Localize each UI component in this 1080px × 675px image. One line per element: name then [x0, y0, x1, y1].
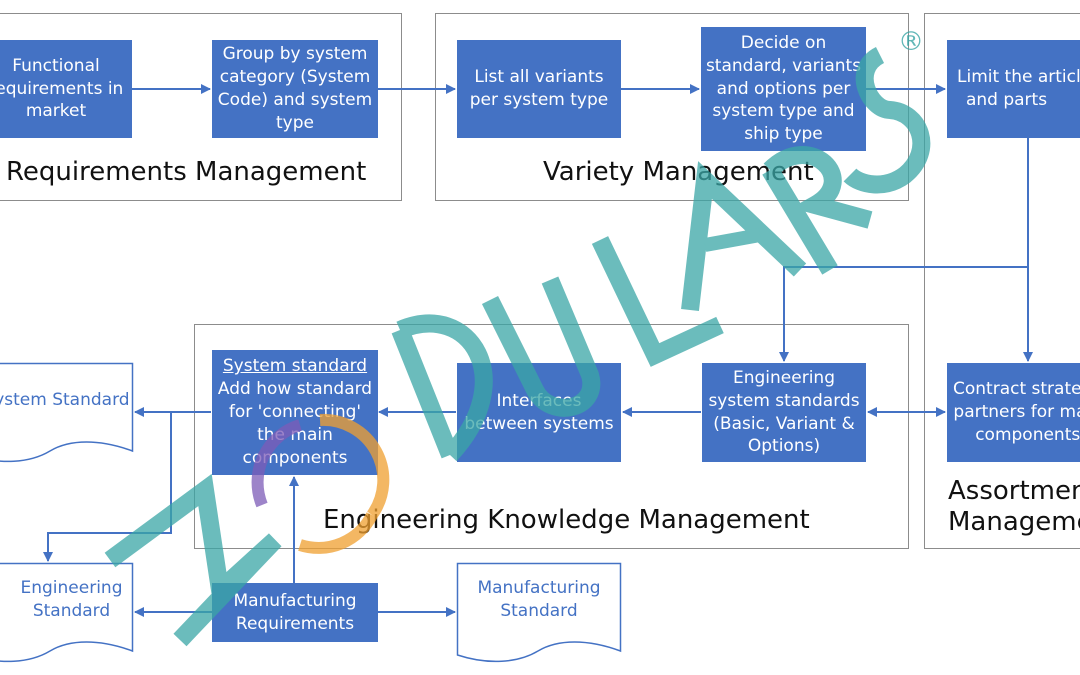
doc-system-standard: System Standard — [0, 362, 134, 463]
doc-manufacturing-standard-line-1: Manufacturing — [477, 578, 601, 598]
doc-engineering-standard: Engineering Standard — [0, 562, 134, 663]
box-limit-articles: Limit the articlesand parts — [947, 40, 1080, 138]
doc-manufacturing-standard: Manufacturing Standard — [456, 562, 622, 663]
box-contract-strategy: Contract strategypartners for maincompon… — [947, 363, 1080, 462]
document-shape-icon — [0, 362, 134, 463]
assortment-management-title: Assortment Management — [948, 476, 1080, 538]
engineering-knowledge-title: Engineering Knowledge Management — [323, 505, 810, 535]
document-shape-icon — [0, 562, 134, 663]
document-shape-icon — [456, 562, 622, 663]
doc-engineering-standard-line-2: Standard — [32, 600, 111, 621]
watermark-letter-a-bar — [703, 228, 762, 252]
requirements-management-frame — [0, 13, 402, 201]
doc-system-standard-label: System Standard — [0, 390, 130, 410]
doc-manufacturing-standard-line-2: Standard — [500, 600, 578, 621]
assortment-title-line-1: Assortment — [948, 476, 1080, 506]
requirements-management-title: Requirements Management — [6, 157, 367, 187]
doc-engineering-standard-line-1: Engineering — [20, 578, 123, 598]
assortment-title-line-2: Management — [948, 507, 1080, 538]
variety-management-title: Variety Management — [543, 157, 814, 187]
